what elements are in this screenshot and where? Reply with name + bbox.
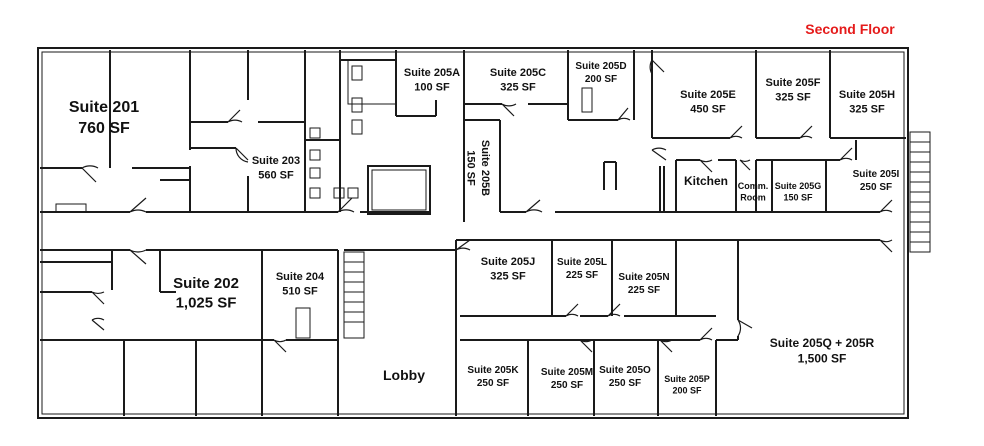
- kitchen-label-line: Kitchen: [684, 174, 728, 188]
- suite-205f-label: Suite 205F 325 SF: [765, 77, 820, 103]
- comm-room-label-line: Comm.: [738, 181, 769, 191]
- suite-205q-205r-label-line: 1,500 SF: [798, 352, 847, 366]
- suite-204-label-line: Suite 204: [276, 271, 325, 283]
- suite-205m-label: Suite 205M 250 SF: [541, 367, 593, 391]
- suite-205l-label-line: 225 SF: [566, 270, 598, 281]
- suite-205o-label-line: Suite 205O: [599, 365, 651, 376]
- suite-203-label-line: 560 SF: [258, 169, 294, 181]
- room-labels: Suite 201 760 SF Suite 202 1,025 SF Suite …: [69, 61, 900, 396]
- suite-205h-label-line: 325 SF: [849, 103, 885, 115]
- lobby-label: Lobby: [383, 367, 425, 383]
- suite-205e-label-line: 450 SF: [690, 103, 726, 115]
- suite-205q-205r-label: Suite 205Q + 205R 1,500 SF: [770, 336, 875, 366]
- suite-205i-label: Suite 205I 250 SF: [853, 169, 900, 193]
- bottom-left-walls: [40, 240, 457, 416]
- suite-205f-label-line: 325 SF: [775, 91, 811, 103]
- suite-202-label-line: Suite 202: [173, 275, 239, 292]
- suite-205i-label-line: 250 SF: [860, 182, 892, 193]
- suite-205o-label-line: 250 SF: [609, 378, 641, 389]
- suite-205k-label-line: 250 SF: [477, 378, 509, 389]
- suite-205j-label: Suite 205J 325 SF: [481, 256, 535, 282]
- suite-205q-205r-label-line: Suite 205Q + 205R: [770, 336, 875, 350]
- left-top-walls: [40, 50, 465, 222]
- suite-202-label: Suite 202 1,025 SF: [173, 275, 239, 312]
- suite-205g-label-line: 150 SF: [783, 193, 813, 203]
- outer-walls: [37, 47, 909, 419]
- suite-205e-label-line: Suite 205E: [680, 89, 736, 101]
- suite-205j-label-line: 325 SF: [490, 270, 526, 282]
- suite-205k-label-line: Suite 205K: [467, 365, 519, 376]
- suite-205j-label-line: Suite 205J: [481, 256, 535, 268]
- suite-205i-label-line: Suite 205I: [853, 169, 900, 180]
- suite-205h-label: Suite 205H 325 SF: [839, 89, 895, 115]
- lobby-label-line: Lobby: [383, 367, 425, 383]
- suite-205p-label-line: Suite 205P: [664, 374, 710, 384]
- suite-205p-label: Suite 205P 200 SF: [664, 374, 710, 396]
- suite-205b-label-line: 150 SF: [465, 150, 477, 186]
- suite-203-label-line: Suite 203: [252, 155, 300, 167]
- suite-202-label-line: 1,025 SF: [176, 295, 237, 312]
- suite-205f-label-line: Suite 205F: [765, 77, 820, 89]
- door-swings: [81, 59, 893, 353]
- suite-205a-label-line: 100 SF: [414, 81, 450, 93]
- suite-205d-label: Suite 205D 200 SF: [575, 61, 626, 85]
- suite-205b-label-line: Suite 205B: [479, 140, 491, 196]
- kitchen-label: Kitchen: [684, 174, 728, 188]
- suite-203-label: Suite 203 560 SF: [252, 155, 300, 181]
- suite-204-label-line: 510 SF: [282, 285, 318, 297]
- suite-205a-label-line: Suite 205A: [404, 67, 460, 79]
- right-top-walls: [464, 50, 906, 212]
- suite-201-label: Suite 201 760 SF: [69, 99, 139, 137]
- comm-room-label-line: Room: [740, 193, 766, 203]
- suite-205o-label: Suite 205O 250 SF: [599, 365, 651, 389]
- floor-title: Second Floor: [805, 21, 895, 37]
- suite-205e-label: Suite 205E 450 SF: [680, 89, 736, 115]
- suite-205n-label: Suite 205N 225 SF: [618, 272, 669, 296]
- suite-205l-label-line: Suite 205L: [557, 257, 607, 268]
- suite-204-label: Suite 204 510 SF: [276, 271, 325, 297]
- suite-205d-label-line: Suite 205D: [575, 61, 626, 72]
- suite-205c-label-line: 325 SF: [500, 81, 536, 93]
- suite-205m-label-line: Suite 205M: [541, 367, 593, 378]
- suite-205h-label-line: Suite 205H: [839, 89, 895, 101]
- suite-205n-label-line: Suite 205N: [618, 272, 669, 283]
- comm-room-label: Comm. Room: [738, 181, 769, 203]
- suite-205m-label-line: 250 SF: [551, 380, 583, 391]
- suite-205k-label: Suite 205K 250 SF: [467, 365, 519, 389]
- suite-201-label-line: Suite 201: [69, 99, 139, 116]
- suite-205l-label: Suite 205L 225 SF: [557, 257, 607, 281]
- stairs: [343, 131, 931, 339]
- suite-205b-label: Suite 205B150 SF: [465, 140, 491, 196]
- suite-205c-label-line: Suite 205C: [490, 67, 546, 79]
- suite-205a-label: Suite 205A 100 SF: [404, 67, 460, 93]
- suite-205c-label: Suite 205C 325 SF: [490, 67, 546, 93]
- suite-201-label-line: 760 SF: [78, 120, 130, 137]
- suite-205g-label-line: Suite 205G: [775, 181, 822, 191]
- suite-205p-label-line: 200 SF: [672, 386, 702, 396]
- suite-205d-label-line: 200 SF: [585, 74, 617, 85]
- suite-205g-label: Suite 205G 150 SF: [775, 181, 822, 203]
- corridor-walls: [40, 211, 880, 251]
- suite-205n-label-line: 225 SF: [628, 285, 660, 296]
